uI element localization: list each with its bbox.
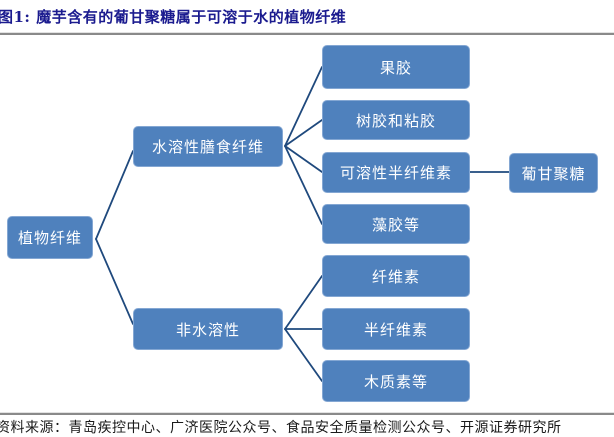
node-non-water-soluble-label: 非水溶性 xyxy=(175,320,240,339)
node-gum-and-mucilage: 树胶和粘胶 xyxy=(322,100,470,140)
node-plant-fiber-label: 植物纤维 xyxy=(17,229,82,247)
node-pectin-label: 果胶 xyxy=(379,58,412,77)
node-algal-gum-label: 藻胶等 xyxy=(371,215,420,234)
node-hemicellulose: 半纤维素 xyxy=(322,308,470,350)
node-cellulose: 纤维素 xyxy=(322,255,470,297)
node-plant-fiber: 植物纤维 xyxy=(7,216,93,259)
node-hemicellulose-label: 半纤维素 xyxy=(363,320,428,339)
node-soluble-hemicellulose: 可溶性半纤维素 xyxy=(322,152,470,193)
node-glucomannan-label: 葡甘聚糖 xyxy=(521,164,586,183)
node-glucomannan: 葡甘聚糖 xyxy=(509,153,598,193)
footer-divider-line xyxy=(0,412,614,415)
figure-title: 图1: 魔芋含有的葡甘聚糖属于可溶于水的植物纤维 xyxy=(0,8,347,26)
node-lignin-label: 木质素等 xyxy=(363,372,428,391)
node-cellulose-label: 纤维素 xyxy=(371,267,420,286)
node-gum-and-mucilage-label: 树胶和粘胶 xyxy=(355,111,436,130)
node-soluble-hemicellulose-label: 可溶性半纤维素 xyxy=(339,164,452,182)
node-water-soluble-dietary-fiber: 水溶性膳食纤维 xyxy=(133,126,283,167)
node-non-water-soluble: 非水溶性 xyxy=(133,308,283,350)
title-divider-line xyxy=(0,32,614,35)
source-note: 资料来源：青岛疾控中心、广济医院公众号、食品安全质量检测公众号、开源证券研究所 xyxy=(0,420,562,436)
node-water-soluble-dietary-fiber-label: 水溶性膳食纤维 xyxy=(151,138,264,156)
node-algal-gum: 藻胶等 xyxy=(322,204,470,244)
node-lignin: 木质素等 xyxy=(322,360,470,402)
node-pectin: 果胶 xyxy=(322,45,470,89)
